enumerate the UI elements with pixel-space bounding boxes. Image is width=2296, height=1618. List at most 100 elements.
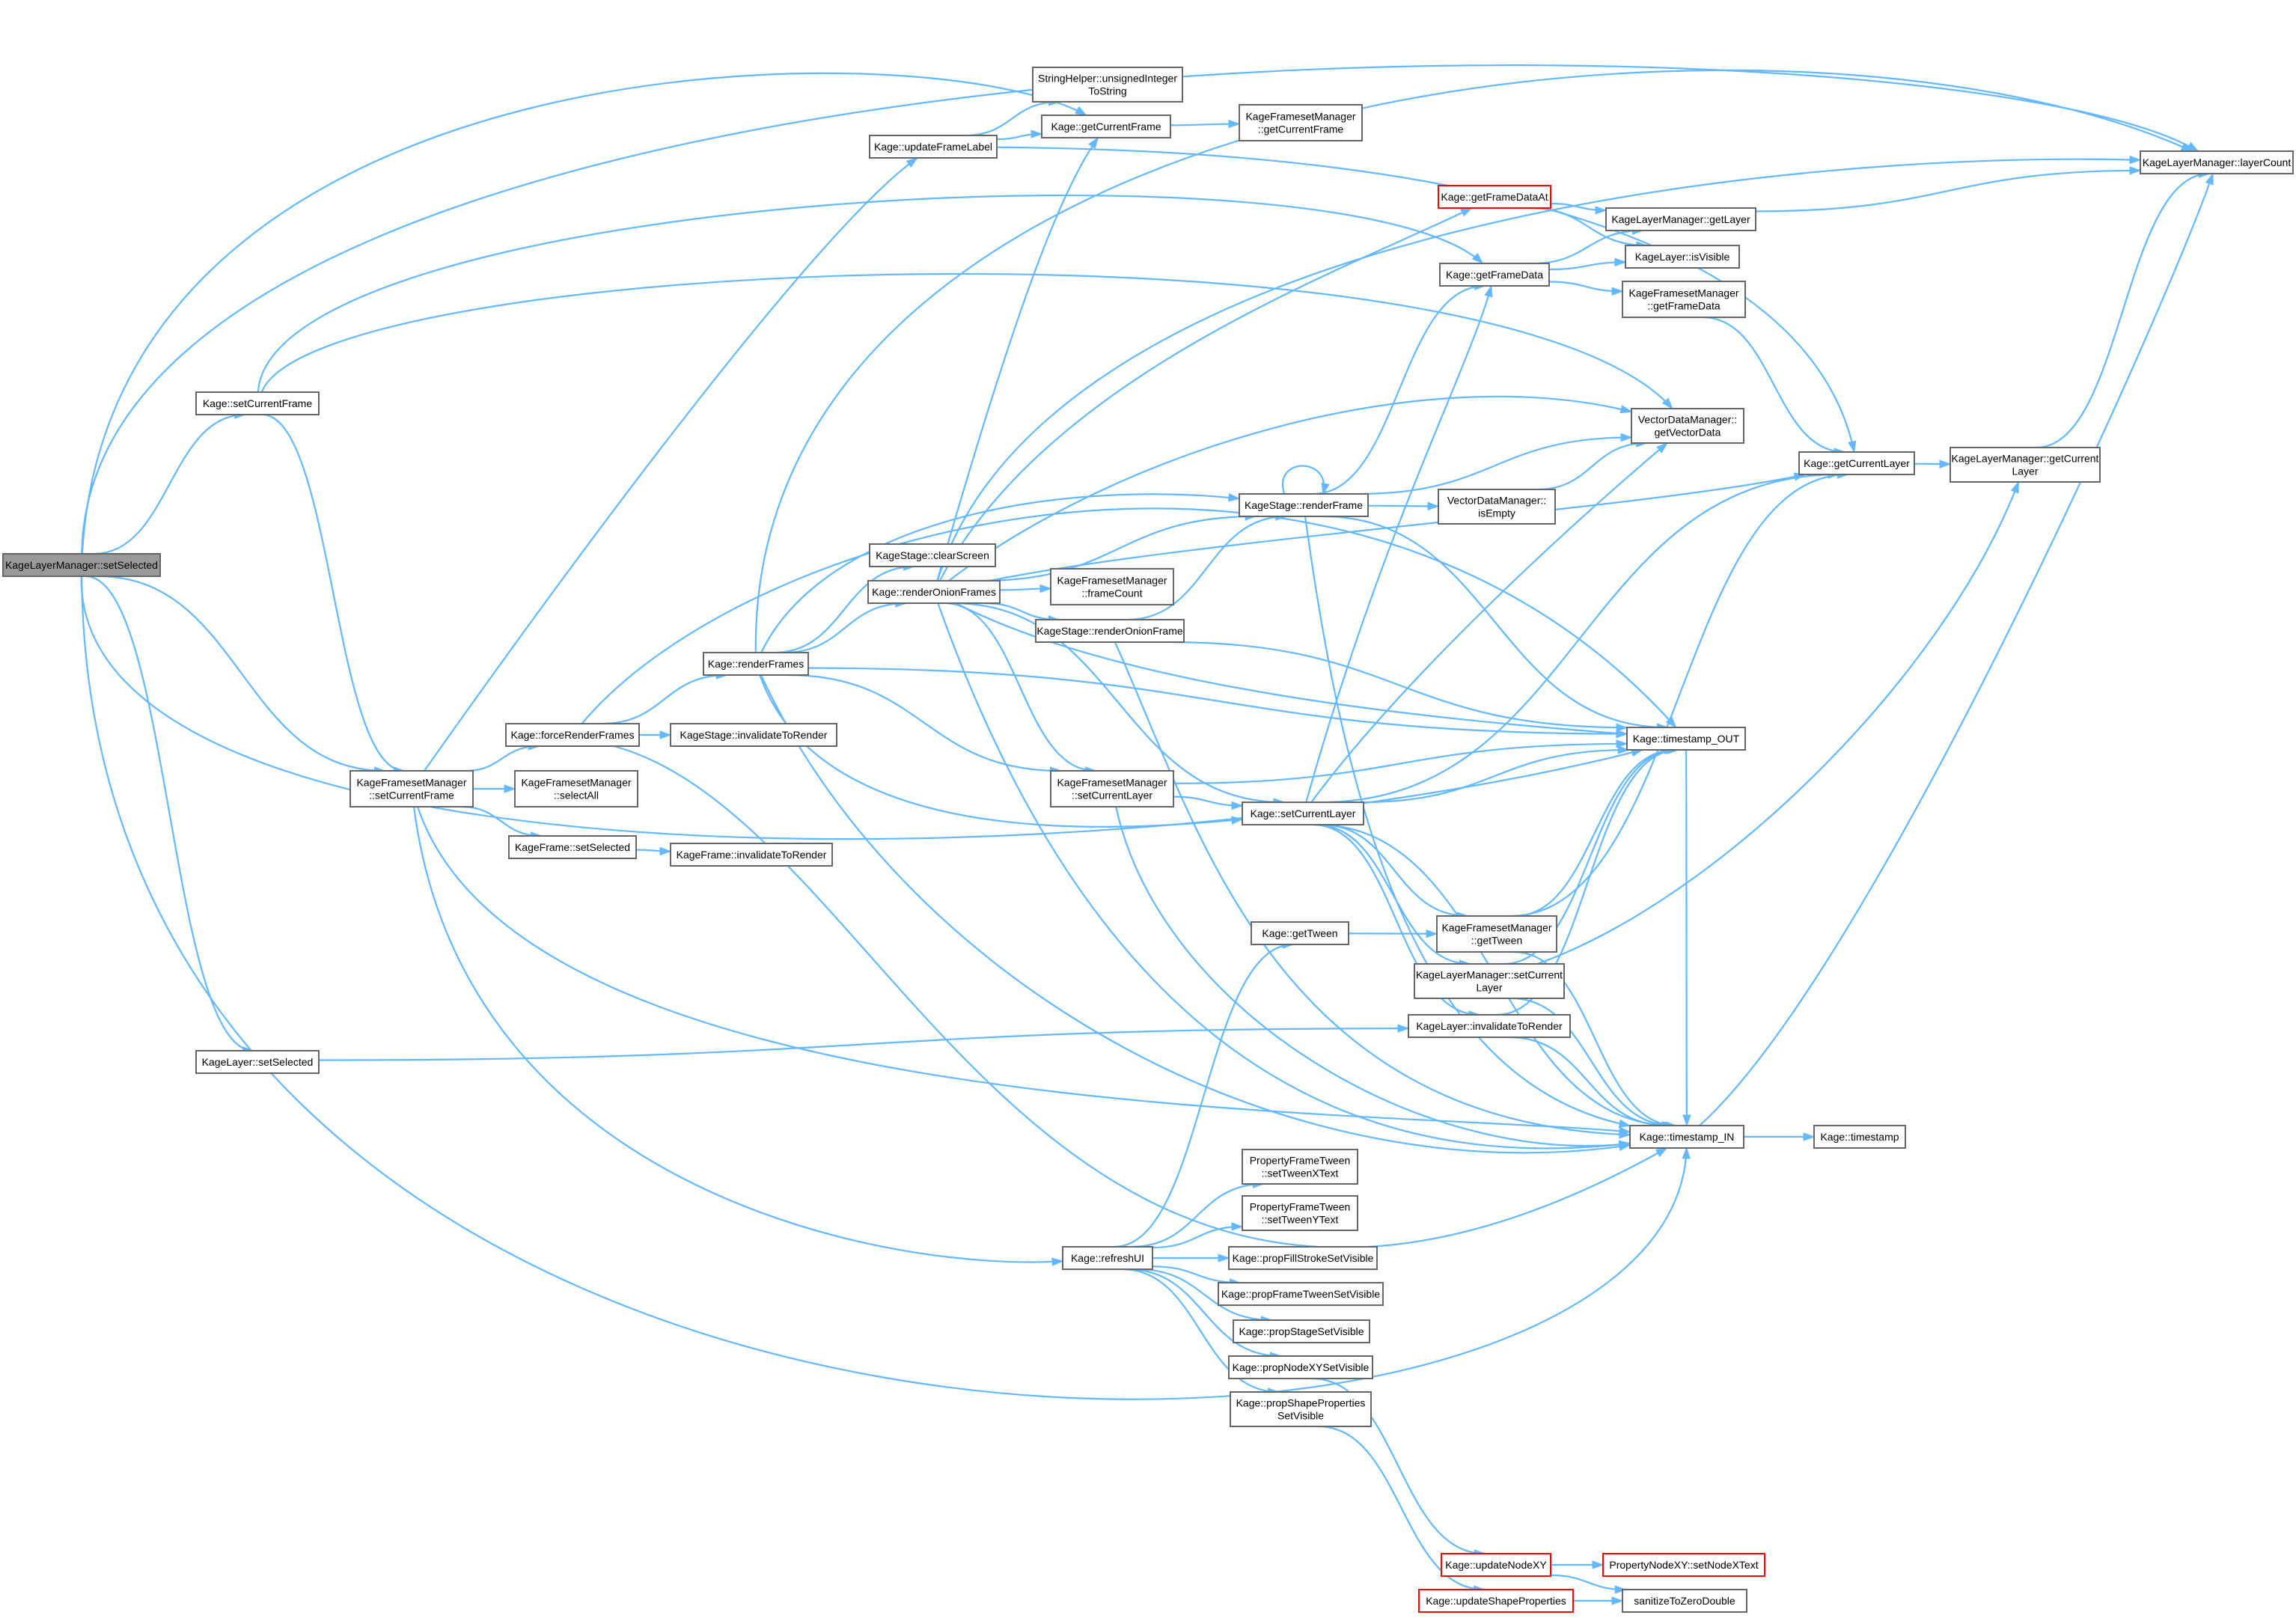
node-forceRenderFrames[interactable]: Kage::forceRenderFrames — [505, 723, 640, 747]
edge-line — [1137, 1268, 1272, 1322]
node-clearScreen[interactable]: KageStage::clearScreen — [869, 543, 996, 567]
node-fsm_frameCount[interactable]: KageFramesetManager::frameCount — [1050, 568, 1174, 605]
edge-fsm_setCurrentLayer-to-timestamp_IN — [1115, 806, 1631, 1150]
node-vdm_isEmpty[interactable]: VectorDataManager::isEmpty — [1438, 489, 1556, 525]
node-lm_getLayer[interactable]: KageLayerManager::getLayer — [1605, 207, 1756, 231]
node-getCurrentLayer[interactable]: Kage::getCurrentLayer — [1798, 451, 1915, 475]
edge-arrowhead — [1231, 816, 1244, 825]
edge-arrowhead — [1618, 1140, 1631, 1150]
node-renderFrame[interactable]: KageStage::renderFrame — [1239, 493, 1369, 517]
edge-forceRenderFrames-to-stage_invalidate — [638, 730, 672, 739]
node-propFillStroke[interactable]: Kage::propFillStrokeSetVisible — [1228, 1246, 1378, 1270]
node-layer_invalidate[interactable]: KageLayer::invalidateToRender — [1408, 1014, 1571, 1038]
node-box — [1625, 245, 1740, 269]
node-label: ToString — [1088, 85, 1126, 97]
node-label: Kage::getFrameData — [1446, 269, 1543, 281]
node-getCurrentFrame[interactable]: Kage::getCurrentFrame — [1041, 115, 1171, 138]
node-fsm_selectAll[interactable]: KageFramesetManager::selectAll — [514, 770, 638, 808]
node-getFrameDataAt[interactable]: Kage::getFrameDataAt — [1438, 185, 1551, 209]
edge-arrowhead — [1218, 1254, 1230, 1263]
node-label: KageLayerManager::layerCount — [2143, 156, 2292, 168]
edge-arrowhead — [1227, 493, 1241, 502]
node-label: KageFramesetManager — [1057, 575, 1167, 587]
node-lm_setCurrentLayer[interactable]: KageLayerManager::setCurrentLayer — [1414, 963, 1565, 999]
node-refreshUI[interactable]: Kage::refreshUI — [1062, 1246, 1153, 1270]
edge-arrowhead — [1655, 1147, 1668, 1158]
node-box — [1629, 1125, 1744, 1149]
node-box — [1239, 104, 1363, 141]
node-propFrameTween[interactable]: Kage::propFrameTweenSetVisible — [1218, 1282, 1384, 1306]
node-sanitize[interactable]: sanitizeToZeroDouble — [1622, 1589, 1747, 1613]
node-renderOnionFrame[interactable]: KageStage::renderOnionFrame — [1035, 619, 1185, 643]
node-fsm_setCurrentFrame[interactable]: KageFramesetManager::setCurrentFrame — [349, 770, 474, 808]
edge-timestamp_IN-to-lm_layerCount — [1699, 172, 2214, 1126]
node-timestamp_IN[interactable]: Kage::timestamp_IN — [1629, 1125, 1744, 1149]
edge-line — [948, 395, 1632, 581]
edge-line — [774, 565, 915, 654]
node-lm_layerCount[interactable]: KageLayerManager::layerCount — [2140, 150, 2294, 174]
edge-arrowhead — [1617, 745, 1630, 754]
node-setCurrentFrame[interactable]: Kage::setCurrentFrame — [195, 391, 320, 415]
edge-line — [1699, 173, 2214, 1126]
node-lm_getCurrentLayer[interactable]: KageLayerManager::getCurrentLayer — [1950, 447, 2101, 483]
edge-renderOnionFrame-to-timestamp_IN — [1114, 641, 1631, 1139]
node-stage_invalidate[interactable]: KageStage::invalidateToRender — [670, 723, 837, 747]
node-updateFrameLabel[interactable]: Kage::updateFrameLabel — [869, 135, 998, 159]
node-box — [1438, 489, 1556, 525]
node-layer_isVisible[interactable]: KageLayer::isVisible — [1625, 245, 1740, 269]
node-fsm_setCurrentLayer[interactable]: KageFramesetManager::setCurrentLayer — [1050, 770, 1174, 808]
node-propStage[interactable]: Kage::propStageSetVisible — [1233, 1319, 1370, 1343]
node-label: KageFramesetManager — [356, 777, 466, 789]
node-label: Kage::getFrameDataAt — [1441, 191, 1548, 203]
node-layer_setSelected[interactable]: KageLayer::setSelected — [195, 1050, 320, 1074]
node-getTween[interactable]: Kage::getTween — [1251, 921, 1349, 945]
node-fsm_getTween[interactable]: KageFramesetManager::getTween — [1436, 915, 1557, 953]
node-box — [1418, 1589, 1574, 1613]
edge-arrowhead — [906, 157, 919, 168]
node-label: StringHelper::unsignedInteger — [1038, 73, 1177, 85]
edge-frame_setSelected-to-frame_invalidate — [635, 846, 672, 856]
edge-root-to-fsm_setCurrentFrame — [98, 575, 387, 775]
edge-line — [1497, 748, 1679, 1016]
node-setTweenYText[interactable]: PropertyFrameTween::setTweenYText — [1242, 1195, 1358, 1231]
node-timestamp[interactable]: Kage::timestamp — [1813, 1125, 1906, 1149]
edge-line — [1703, 316, 1845, 454]
node-timestamp_OUT[interactable]: Kage::timestamp_OUT — [1626, 727, 1746, 751]
edge-arrowhead — [2129, 166, 2142, 175]
edge-line — [1318, 1425, 1485, 1591]
node-propNodeXY[interactable]: Kage::propNodeXYSetVisible — [1228, 1355, 1373, 1379]
node-renderFrames[interactable]: Kage::renderFrames — [703, 652, 809, 676]
edge-arrowhead — [1088, 136, 1099, 150]
node-box — [1438, 185, 1551, 209]
edge-getFrameDataAt-to-lm_getLayer — [1550, 202, 1607, 215]
node-setTweenXText[interactable]: PropertyFrameTween::setTweenXText — [1242, 1149, 1358, 1185]
edge-layer_setSelected-to-layer_invalidate — [318, 1024, 1410, 1061]
node-frame_invalidate[interactable]: KageFrame::invalidateToRender — [670, 843, 833, 867]
edge-arrowhead — [1614, 1585, 1627, 1594]
node-fsm_getFrameData[interactable]: KageFramesetManager::getFrameData — [1622, 281, 1746, 318]
node-label: KageLayerManager::getLayer — [1611, 213, 1750, 225]
node-label: Kage::updateShapeProperties — [1426, 1595, 1566, 1607]
node-label: VectorDataManager:: — [1638, 414, 1737, 426]
node-renderOnionFrames[interactable]: Kage::renderOnionFrames — [867, 580, 1001, 604]
node-getFrameData[interactable]: Kage::getFrameData — [1439, 263, 1550, 287]
node-fsm_getCurrentFrame[interactable]: KageFramesetManager::getCurrentFrame — [1239, 104, 1363, 141]
edge-line — [1358, 436, 1632, 495]
node-box — [1605, 207, 1756, 231]
edge-fsm_setCurrentLayer-to-timestamp_OUT — [1173, 739, 1628, 784]
node-frame_setSelected[interactable]: KageFrame::setSelected — [508, 835, 637, 859]
node-root[interactable]: KageLayerManager::setSelected — [2, 553, 161, 577]
edge-line — [1548, 281, 1623, 293]
node-setNodeXText[interactable]: PropertyNodeXY::setNodeXText — [1602, 1553, 1765, 1577]
node-updateShapeProps[interactable]: Kage::updateShapeProperties — [1418, 1589, 1574, 1613]
node-setCurrentLayer[interactable]: Kage::setCurrentLayer — [1242, 802, 1364, 825]
edge-forceRenderFrames-to-timestamp_OUT — [581, 507, 1677, 729]
node-vdm_getVectorData[interactable]: VectorDataManager::getVectorData — [1631, 408, 1744, 444]
node-updateNodeXY[interactable]: Kage::updateNodeXY — [1441, 1553, 1551, 1577]
edge-renderOnionFrames-to-fsm_frameCount — [999, 584, 1052, 593]
edge-line — [1503, 748, 1677, 965]
node-label: getVectorData — [1655, 427, 1721, 439]
